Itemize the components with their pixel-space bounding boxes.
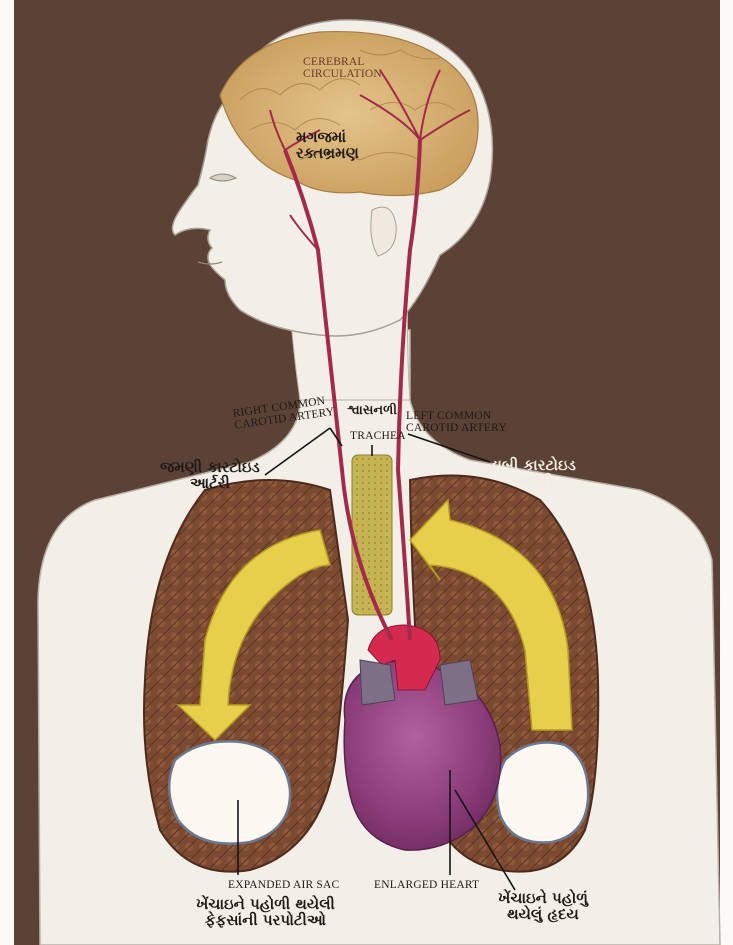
left-carotid-gu-label: ડાબી કારટોઇડ આર્ટરી [490,458,576,490]
heart-gu-label: ખેંચાઇને પહોળું થયેલું હૃદય [498,891,588,923]
left-carotid-label: LEFT COMMON CAROTID ARTERY [406,410,507,434]
cerebral-circulation-gu-label: મગજમાં રક્તભ્રમણ [296,130,359,162]
air-sac-left [169,741,290,843]
heart-label: ENLARGED HEART [374,879,479,891]
air-sac-label: EXPANDED AIR SAC [228,879,339,891]
air-sac-right [497,743,588,843]
trachea [352,455,392,615]
trachea-gu-label: શ્વાસનળી [347,404,397,418]
right-carotid-gu-label: જમણી કારટોઇડ આર્ટરી [160,460,260,492]
cerebral-circulation-label: CEREBRAL CIRCULATION [303,56,382,80]
trachea-label: TRACHEA [350,430,406,442]
air-sac-gu-label: ખેંચાઇને પહોળી થયેલી ફેફસાંની પરપોટીઓ [196,897,335,929]
